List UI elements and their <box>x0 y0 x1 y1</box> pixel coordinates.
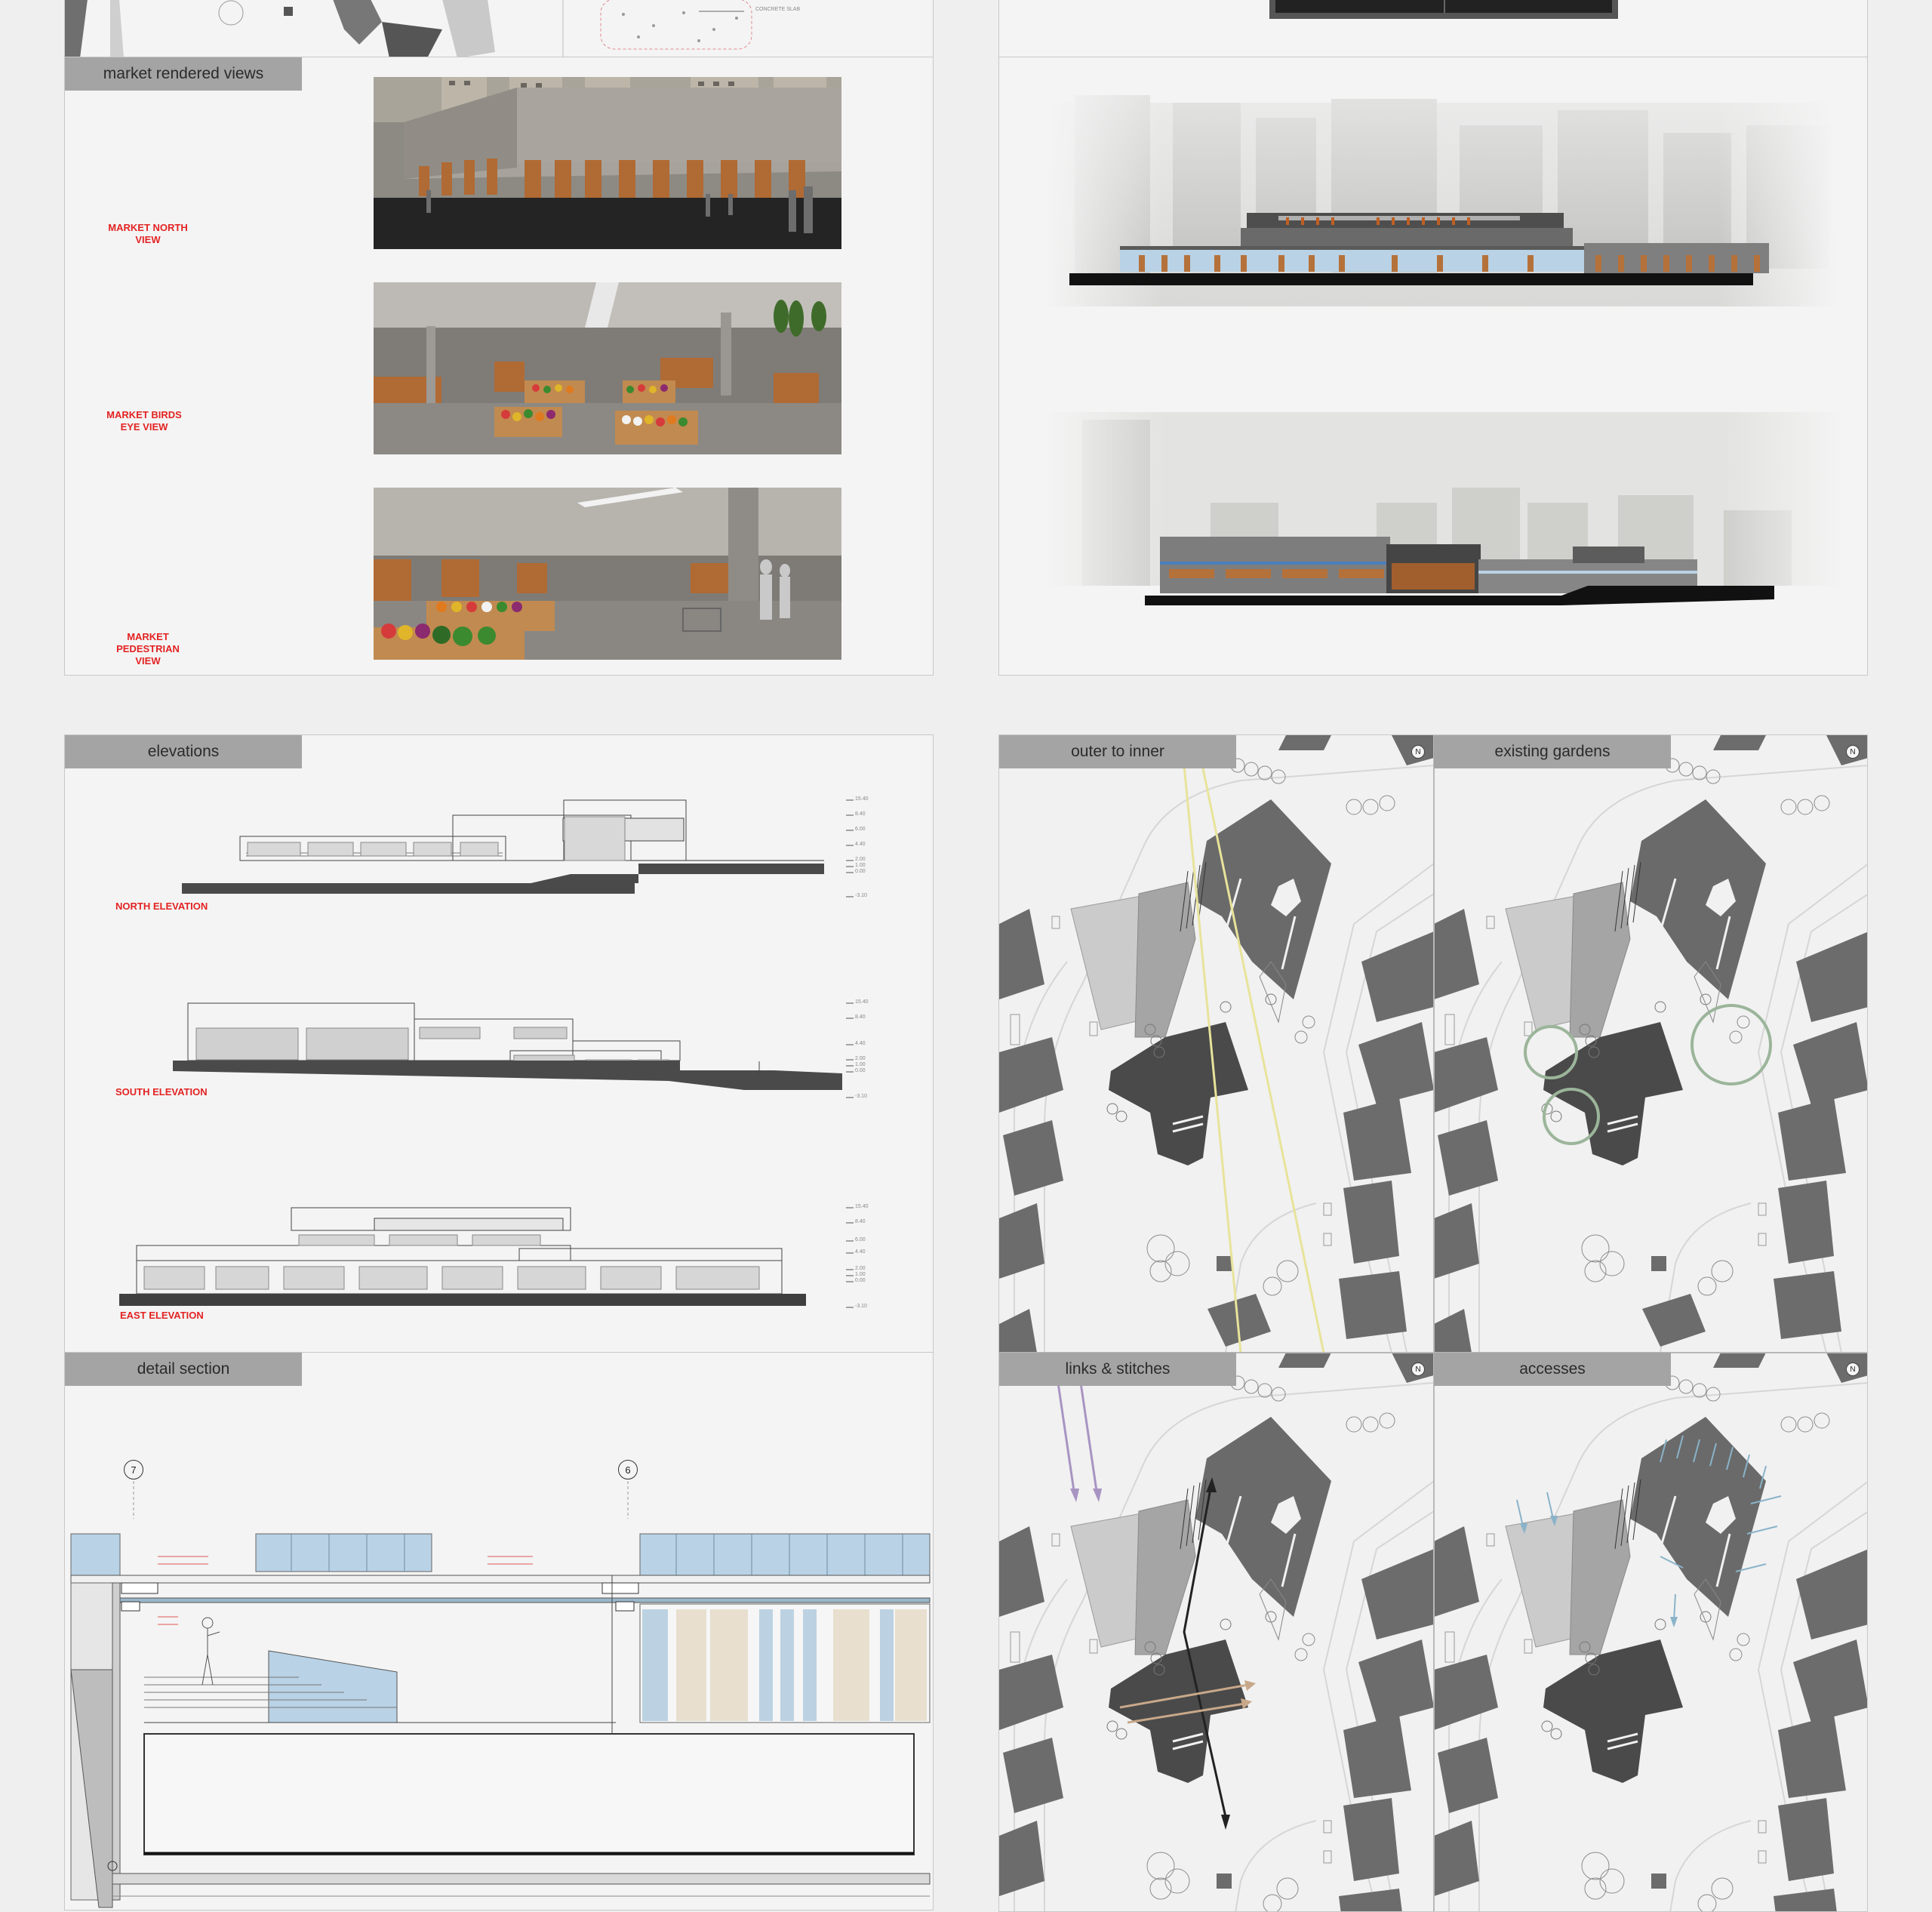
level-south-7: -3.10 <box>855 1094 867 1099</box>
site-plan-fragment <box>65 0 752 57</box>
elevations-panel: elevations <box>64 734 934 1353</box>
market-street-elevation-lower <box>1145 537 1774 605</box>
grid-marker-6: 6 <box>618 1460 638 1479</box>
market-north-view-render <box>374 77 841 249</box>
south-elevation-drawing <box>173 1002 842 1090</box>
level-north-4: 4.40 <box>855 842 866 847</box>
map-tag-existing-gardens: existing gardens <box>1434 735 1671 768</box>
level-east-4: 4.40 <box>855 1249 866 1255</box>
section-fragment <box>1269 0 1618 19</box>
level-east-5: 2.00 <box>855 1266 866 1271</box>
level-north-7: 0.00 <box>855 869 866 874</box>
level-east-2: 8.40 <box>855 1219 866 1224</box>
map-existing-gardens <box>1434 735 1867 1353</box>
north-elevation-drawing <box>182 799 824 894</box>
map-outer-to-inner <box>999 735 1434 1353</box>
north-arrow-icon: N <box>1846 745 1860 759</box>
level-south-6: 0.00 <box>855 1068 866 1073</box>
level-south-4: 2.00 <box>855 1056 866 1061</box>
elevation-label-south: SOUTH ELEVATION <box>115 1086 208 1098</box>
north-arrow-icon: N <box>1411 1362 1425 1376</box>
level-north-6: 1.00 <box>855 863 866 868</box>
panel-tag: elevations <box>65 735 302 768</box>
concrete-slab-note: CONCRETE SLAB <box>755 7 801 12</box>
level-east-1: 15.40 <box>855 1204 869 1209</box>
level-east-3: 6.00 <box>855 1237 866 1242</box>
detail-section-drawing <box>70 1481 931 1908</box>
elevation-label-east: EAST ELEVATION <box>120 1310 204 1321</box>
site-maps-panel: outer to inner N existing gardens N link… <box>998 734 1868 1912</box>
elevation-drawings <box>119 799 854 1308</box>
market-birds-eye-view-render <box>374 282 841 454</box>
level-south-5: 1.00 <box>855 1062 866 1067</box>
street-elevation-drawings <box>1044 88 1844 605</box>
north-arrow-icon: N <box>1846 1362 1860 1376</box>
street-elevations-panel <box>998 57 1868 676</box>
level-north-5: 2.00 <box>855 857 866 862</box>
map-tag-outer-to-inner: outer to inner <box>999 735 1236 768</box>
site-maps-drawing <box>999 735 1867 1911</box>
view-label-north: MARKET NORTH VIEW <box>108 222 188 245</box>
market-street-elevation-upper <box>1069 213 1769 285</box>
map-links-stitches <box>999 1353 1434 1911</box>
level-north-1: 15.40 <box>855 796 869 802</box>
level-south-2: 8.40 <box>855 1014 866 1020</box>
level-east-8: -3.10 <box>855 1304 867 1309</box>
map-tag-accesses: accesses <box>1434 1353 1671 1386</box>
level-north-2: 8.40 <box>855 811 866 817</box>
grid-marker-7: 7 <box>124 1460 143 1479</box>
top-right-partial-panel <box>998 0 1868 57</box>
level-east-6: 1.00 <box>855 1272 866 1277</box>
level-east-7: 0.00 <box>855 1278 866 1283</box>
view-label-pedestrian: MARKET PEDESTRIAN VIEW <box>116 631 180 667</box>
level-north-8: -3.10 <box>855 893 867 898</box>
detail-section-panel: detail section 7 6 <box>64 1352 934 1910</box>
east-elevation-drawing <box>119 1207 806 1306</box>
rendered-views-panel: market rendered views MARKET NORTH VIEW … <box>64 57 934 676</box>
level-markers <box>846 799 854 1308</box>
level-north-3: 6.00 <box>855 827 866 832</box>
view-label-birds-eye: MARKET BIRDS EYE VIEW <box>106 409 182 433</box>
level-south-1: 15.40 <box>855 999 869 1005</box>
panel-tag: market rendered views <box>65 57 302 91</box>
map-tag-links-stitches: links & stitches <box>999 1353 1236 1386</box>
top-left-partial-panel: CONCRETE SLAB <box>64 0 934 57</box>
map-accesses <box>1434 1353 1867 1911</box>
panel-tag: detail section <box>65 1353 302 1386</box>
market-pedestrian-view-render <box>374 488 841 660</box>
level-south-3: 4.40 <box>855 1041 866 1046</box>
north-arrow-icon: N <box>1411 745 1425 759</box>
elevation-label-north: NORTH ELEVATION <box>115 901 208 912</box>
